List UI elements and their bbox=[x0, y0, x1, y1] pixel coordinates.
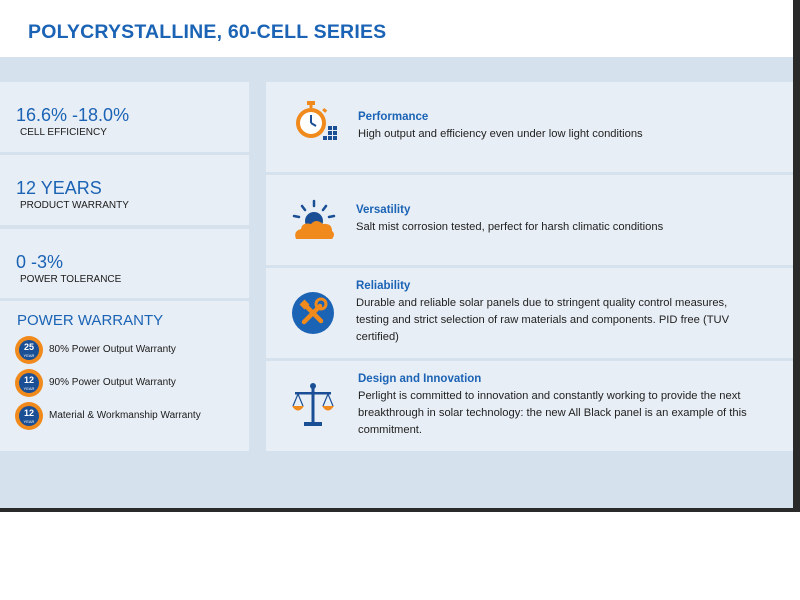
warranty-item-label: Material & Workmanship Warranty bbox=[49, 410, 201, 421]
feature-title: Design and Innovation bbox=[358, 373, 482, 385]
feature-description: Perlight is committed to innovation and … bbox=[358, 390, 747, 436]
sun-cloud-icon bbox=[292, 199, 336, 239]
feature-description: High output and efficiency even under lo… bbox=[358, 128, 643, 140]
page-edge-shadow bbox=[793, 0, 800, 510]
feature-description: Salt mist corrosion tested, perfect for … bbox=[356, 221, 664, 233]
warranty-item-label: 90% Power Output Warranty bbox=[49, 377, 176, 388]
header-bar: POLYCRYSTALLINE, 60-CELL SERIES bbox=[0, 0, 793, 57]
feature-card-reliability bbox=[266, 268, 793, 358]
stat-card-efficiency: 16.6% -18.0% CELL EFFICIENCY bbox=[0, 82, 249, 152]
stat-label: PRODUCT WARRANTY bbox=[20, 200, 129, 211]
feature-title: Reliability bbox=[356, 280, 411, 292]
stat-value: 0 -3% bbox=[16, 252, 64, 272]
stat-label: POWER TOLERANCE bbox=[20, 274, 122, 285]
feature-card-design bbox=[266, 361, 793, 451]
page-bottom-shadow bbox=[0, 508, 800, 512]
stat-card-tolerance: 0 -3% POWER TOLERANCE bbox=[0, 229, 249, 298]
feature-description: Durable and reliable solar panels due to… bbox=[356, 297, 730, 343]
page-title: POLYCRYSTALLINE, 60-CELL SERIES bbox=[28, 21, 387, 43]
stat-label: CELL EFFICIENCY bbox=[20, 127, 107, 138]
power-warranty-title: POWER WARRANTY bbox=[17, 312, 164, 329]
stat-card-warranty: 12 YEARS PRODUCT WARRANTY bbox=[0, 155, 249, 225]
stat-value: 12 YEARS bbox=[16, 178, 102, 198]
feature-card-performance bbox=[266, 82, 793, 172]
scales-icon bbox=[292, 383, 334, 426]
feature-card-versatility bbox=[266, 175, 793, 265]
feature-title: Versatility bbox=[356, 204, 411, 216]
stopwatch-icon bbox=[296, 101, 337, 140]
tools-icon bbox=[292, 292, 334, 334]
stat-value: 16.6% -18.0% bbox=[16, 105, 130, 125]
warranty-item-label: 80% Power Output Warranty bbox=[49, 344, 176, 355]
feature-title: Performance bbox=[358, 111, 429, 123]
